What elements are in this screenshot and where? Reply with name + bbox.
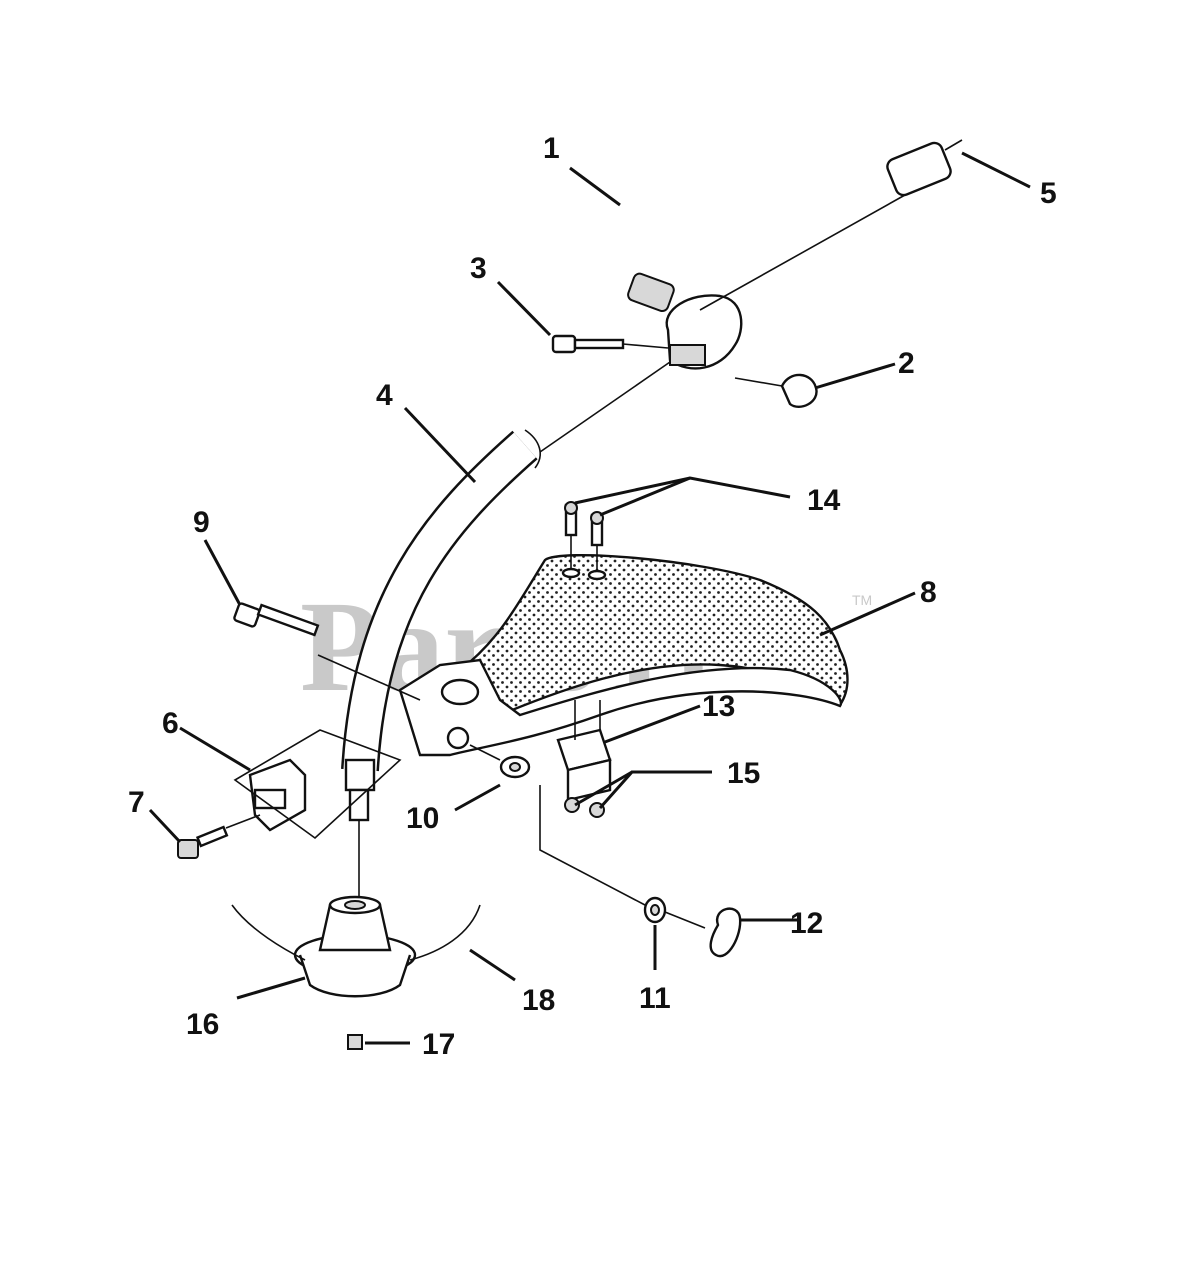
callout-10: 10	[406, 802, 439, 835]
guard-bolt	[233, 602, 421, 701]
callout-6: 6	[162, 707, 179, 740]
clamp-bracket	[233, 729, 402, 840]
callout-2: 2	[898, 347, 915, 380]
cutter-nuts	[564, 797, 605, 818]
callout-14: 14	[807, 484, 841, 517]
wing-nut	[734, 373, 818, 409]
callout-1: 1	[543, 132, 560, 165]
callout-9: 9	[193, 506, 210, 539]
line-cutter-block	[556, 700, 612, 802]
debris-guard	[398, 554, 849, 757]
trimmer-head	[231, 895, 481, 998]
callout-4: 4	[376, 379, 393, 412]
callout-18: 18	[522, 984, 555, 1017]
callout-12: 12	[790, 907, 823, 940]
head-bolt	[347, 1034, 363, 1050]
callout-16: 16	[186, 1008, 219, 1041]
handle-bolt	[551, 334, 669, 354]
callout-13: 13	[702, 690, 735, 723]
clamp-bolt	[177, 814, 261, 859]
callout-8: 8	[920, 576, 937, 609]
shaft-tube	[341, 361, 671, 900]
washer-11	[643, 896, 706, 929]
callout-5: 5	[1040, 177, 1057, 210]
cable-tube	[699, 139, 963, 311]
callout-7: 7	[128, 786, 145, 819]
loop-handle	[594, 140, 871, 370]
assembly-line	[539, 785, 646, 906]
callout-3: 3	[470, 252, 487, 285]
callout-17: 17	[422, 1028, 455, 1061]
washer-10	[469, 744, 531, 779]
callout-labels: 1 2 3 4 5 6 7 8 9 10 11 12 13 14 15 16 1…	[128, 132, 1057, 1061]
retaining-clip	[709, 907, 742, 958]
leader-lines	[148, 151, 1031, 1045]
watermark-tm: TM	[852, 592, 872, 608]
callout-11: 11	[639, 982, 671, 1015]
callout-15: 15	[727, 757, 760, 790]
